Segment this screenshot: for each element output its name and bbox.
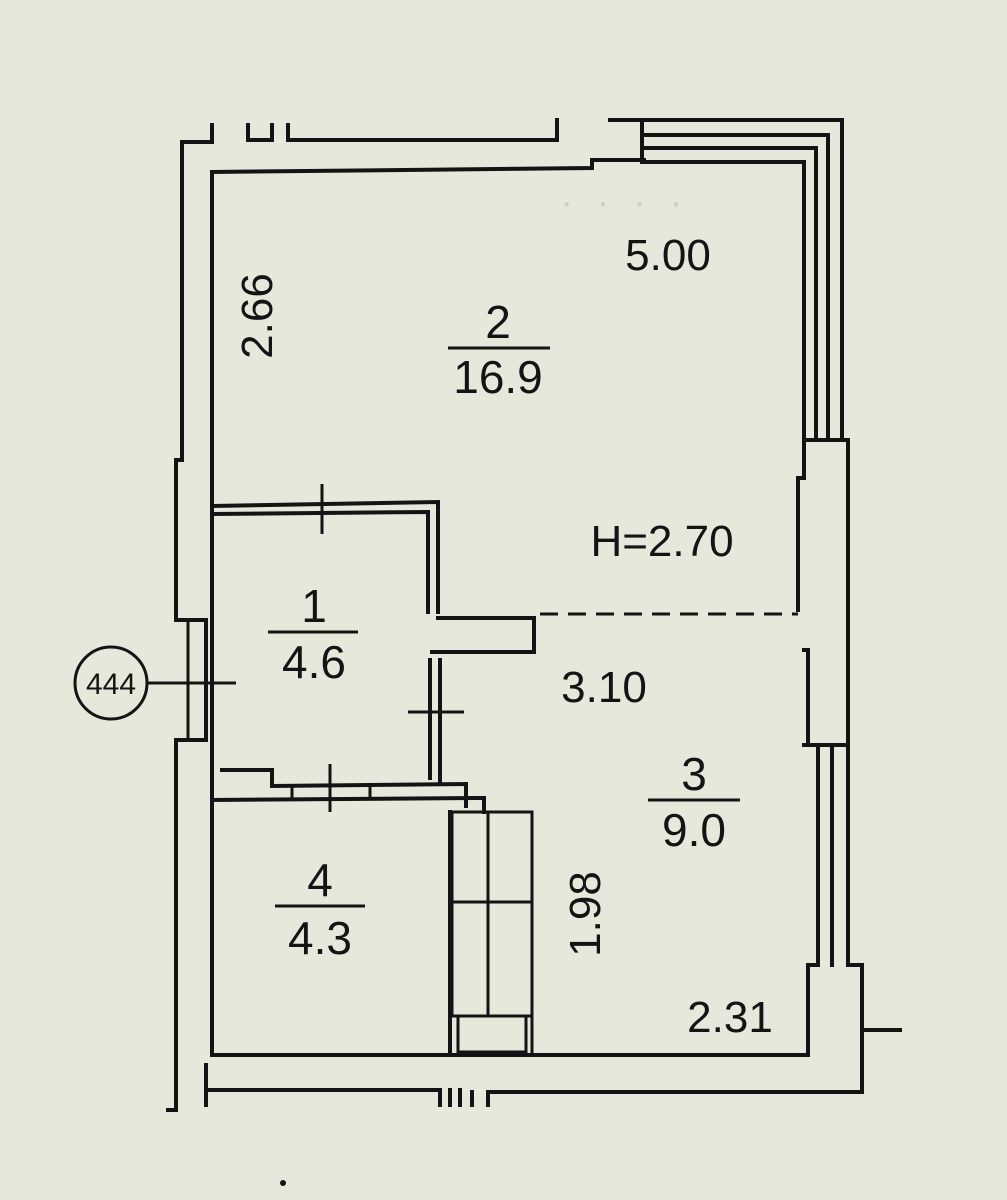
- room-1-area: 4.6: [282, 636, 346, 688]
- room-1-label: 1 4.6: [268, 580, 358, 688]
- bleed-through-text: · · · ·: [560, 180, 689, 224]
- apartment-marker-label: 444: [86, 668, 136, 701]
- room-2-label: 2 16.9: [448, 296, 550, 403]
- dimension-bottom-width: 2.31: [687, 993, 773, 1042]
- dimension-top-width: 5.00: [625, 231, 711, 280]
- room-3-label: 3 9.0: [648, 748, 740, 856]
- room-4-area: 4.3: [288, 912, 352, 964]
- svg-text:· · · ·: · · · ·: [560, 180, 689, 224]
- room-3-number: 3: [681, 748, 707, 800]
- apartment-marker: 444: [73, 645, 149, 721]
- room-4-label: 4 4.3: [275, 854, 365, 964]
- dimension-mid-width: 3.10: [561, 663, 647, 712]
- interior-walls: [148, 484, 798, 1057]
- ceiling-height: H=2.70: [590, 517, 733, 566]
- room-2-number: 2: [485, 296, 511, 348]
- exterior-walls: [166, 118, 902, 1112]
- room-2-area: 16.9: [453, 351, 543, 403]
- room-3-area: 9.0: [662, 804, 726, 856]
- dimension-left-height: 2.66: [233, 273, 282, 359]
- dimension-right-height: 1.98: [561, 871, 610, 957]
- room-1-number: 1: [301, 580, 327, 632]
- room-4-number: 4: [307, 854, 333, 906]
- dimension-labels: 5.00 2.66 H=2.70 3.10 1.98 2.31: [233, 231, 773, 1042]
- pencil-dot: [280, 1180, 286, 1186]
